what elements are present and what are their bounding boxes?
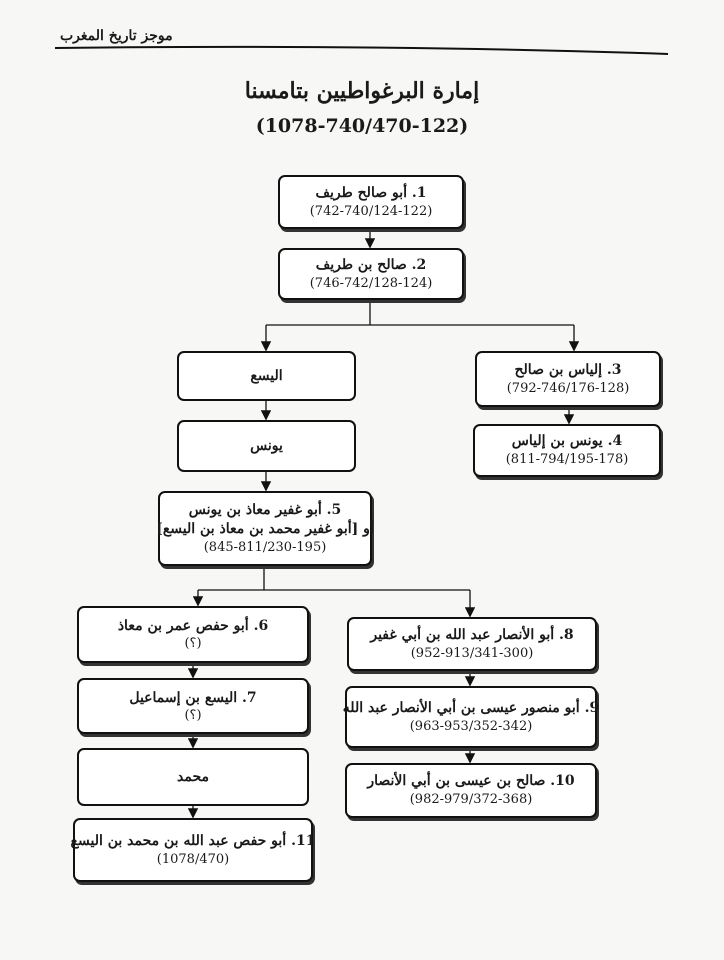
node-8-name: 8. أبو الأنصار عبد الله بن أبي غفير: [370, 626, 574, 643]
node-6-name: 6. أبو حفص عمر بن معاذ: [117, 618, 269, 634]
node-yunus: يونس: [177, 420, 356, 472]
node-9-dates: (963-953/352-342): [409, 718, 533, 734]
node-8-abu-al-ansar-abdallah: 8. أبو الأنصار عبد الله بن أبي غفير (952…: [347, 617, 597, 671]
node-al-yasa: اليسع: [177, 351, 356, 401]
node-6-dates: (؟): [184, 636, 202, 651]
node-10-dates: (982-979/372-368): [409, 792, 533, 807]
node-5-abu-ghufayr-muadh: 5. أبو غفير معاذ بن يونس أو [أبو غفير مح…: [156, 491, 374, 566]
node-7-al-yasa-bin-ismail: 7. اليسع بن إسماعيل (؟): [77, 678, 309, 734]
node-1-abu-salih-tarif: 1. أبو صالح طريف (742-740/124-122): [278, 175, 464, 229]
node-4-dates: (811-794/195-178): [505, 452, 629, 467]
node-4-name: 4. يونس بن إلياس: [511, 433, 623, 449]
book-running-title: موجز تاريخ المغرب: [60, 28, 173, 44]
diagram-subtitle: (1078-740/470-122): [255, 115, 469, 137]
node-7-name: 7. اليسع بن إسماعيل: [129, 689, 257, 706]
node-9-name: 9. أبو منصور عيسى بن أبي الأنصار عبد الل…: [342, 699, 600, 716]
node-3-dates: (792-746/176-128): [506, 380, 630, 396]
node-yunus-name: يونس: [250, 437, 283, 454]
node-9-abu-mansur-isa: 9. أبو منصور عيسى بن أبي الأنصار عبد الل…: [342, 686, 600, 748]
node-10-name: 10. صالح بن عيسى بن أبي الأنصار: [367, 773, 575, 789]
node-1-dates: (742-740/124-122): [309, 203, 433, 219]
node-6-abu-hafs-umar: 6. أبو حفص عمر بن معاذ (؟): [77, 606, 309, 663]
node-muhammad: محمد: [77, 748, 309, 806]
node-3-name: 3. إلياس بن صالح: [514, 361, 622, 378]
node-7-dates: (؟): [184, 707, 202, 723]
node-5-name: 5. أبو غفير معاذ بن يونس: [188, 501, 342, 518]
node-muhammad-name: محمد: [177, 768, 209, 785]
node-4-yunus-bin-ilyas: 4. يونس بن إلياس (811-794/195-178): [473, 424, 661, 477]
node-2-dates: (746-742/128-124): [309, 275, 433, 291]
node-2-salih-bin-tarif: 2. صالح بن طريف (746-742/128-124): [278, 248, 464, 300]
node-10-salih-bin-isa: 10. صالح بن عيسى بن أبي الأنصار (982-979…: [345, 763, 597, 818]
node-11-name: 11. أبو حفص عبد الله بن محمد بن اليسع: [70, 832, 316, 849]
node-5-dates: (845-811/230-195): [203, 539, 327, 555]
node-11-abu-hafs-abdallah: 11. أبو حفص عبد الله بن محمد بن اليسع (1…: [70, 818, 316, 882]
node-1-name: 1. أبو صالح طريف: [315, 184, 427, 201]
node-5-alt-name: أو [أبو غفير محمد بن معاذ بن اليسع]: [156, 520, 374, 537]
node-8-dates: (952-913/341-300): [410, 645, 534, 661]
node-3-ilyas-bin-salih: 3. إلياس بن صالح (792-746/176-128): [475, 351, 661, 407]
node-11-dates: (1078/470): [156, 851, 230, 867]
header-rule: [54, 45, 669, 55]
node-2-name: 2. صالح بن طريف: [315, 256, 427, 273]
diagram-title: إمارة البرغواطيين بتامسنا: [244, 78, 480, 104]
node-al-yasa-name: اليسع: [250, 367, 283, 384]
